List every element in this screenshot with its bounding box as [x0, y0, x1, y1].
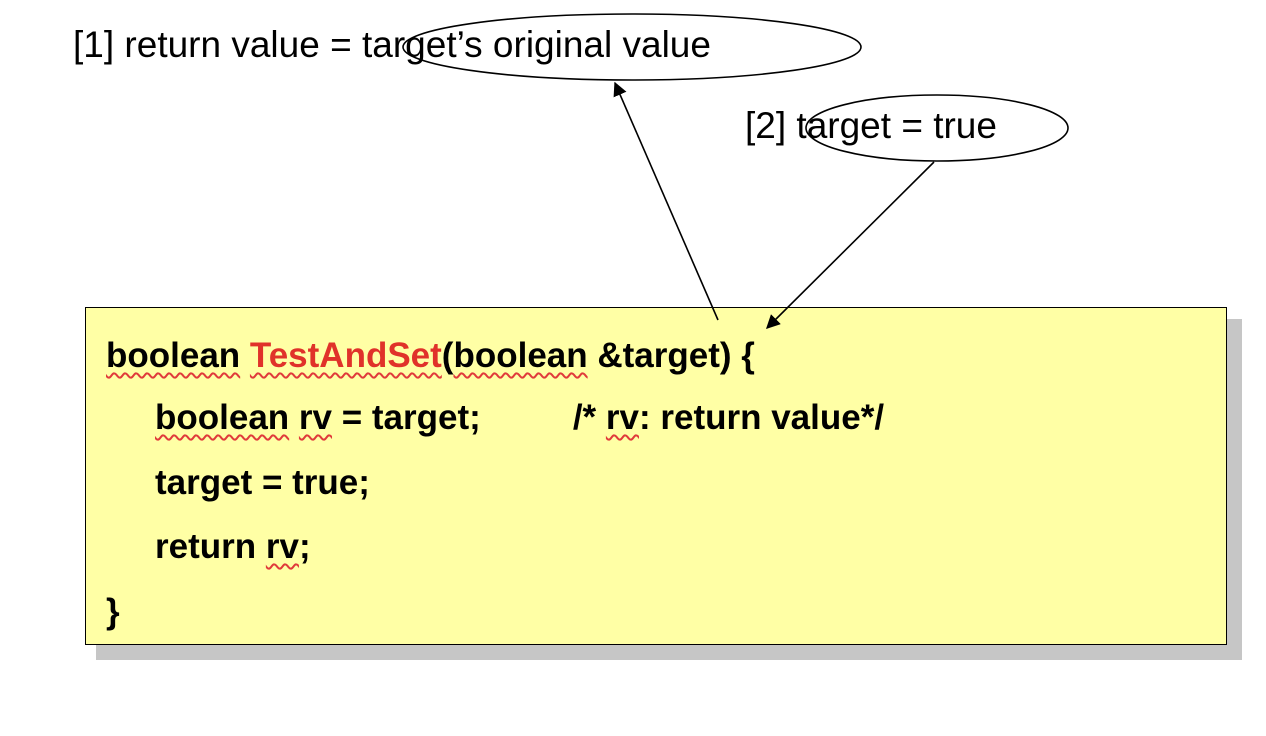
- annotation-target-true: [2] target = true: [745, 104, 997, 148]
- arrow-to-target-param: [766, 161, 935, 329]
- variable-rv: rv: [298, 398, 333, 437]
- comment-rv: rv: [605, 398, 639, 437]
- assign-target: = target;: [332, 398, 481, 437]
- annotation-circled-text: target’s original value: [361, 24, 711, 65]
- annotation-return-value: [1] return value = target’s original val…: [73, 23, 711, 67]
- annotation-number: [1]: [73, 24, 115, 65]
- comment-open: /*: [572, 398, 606, 437]
- keyword-boolean: boolean: [106, 336, 241, 375]
- open-paren: (: [441, 336, 454, 375]
- variable-rv: rv: [265, 527, 299, 566]
- code-line-signature: boolean TestAndSet(boolean &target) {: [106, 336, 755, 376]
- annotation-prefix: return value =: [124, 24, 352, 65]
- code-box: boolean TestAndSet(boolean &target) { bo…: [85, 307, 1227, 645]
- keyword-return: return: [155, 527, 257, 566]
- keyword-boolean: boolean: [453, 336, 588, 375]
- comment-text: : return value*/: [638, 398, 885, 437]
- annotation-circled-text: target = true: [796, 105, 997, 146]
- param-target: &target) {: [587, 336, 755, 375]
- function-name: TestAndSet: [249, 336, 442, 375]
- code-line-set-target: target = true;: [155, 463, 370, 502]
- arrow-to-original-value: [613, 81, 719, 321]
- annotation-number: [2]: [745, 105, 787, 146]
- code-line-assign-rv: boolean rv = target;/* rv: return value*…: [155, 398, 884, 438]
- keyword-boolean: boolean: [155, 398, 290, 437]
- code-line-close-brace: }: [106, 592, 120, 631]
- code-line-return: return rv;: [155, 527, 311, 567]
- semicolon: ;: [298, 527, 311, 566]
